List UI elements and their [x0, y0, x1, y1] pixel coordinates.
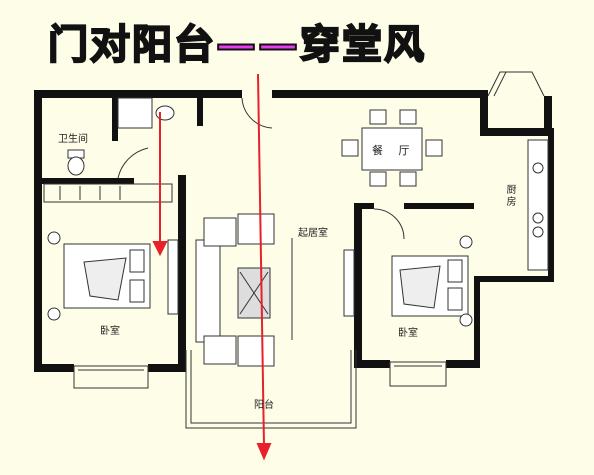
toilet-icon: [67, 149, 85, 176]
airflow-arrows: [152, 73, 272, 461]
room-label-dining: 餐 厅: [372, 144, 416, 157]
title: 门对阳台——穿堂风: [47, 21, 426, 69]
bed-icon: [47, 231, 151, 321]
sofa-icon: [195, 213, 275, 367]
room-label-bedroom-left: 卧室: [100, 326, 120, 337]
thin-lines: [43, 71, 545, 429]
bed-icon: [391, 235, 473, 327]
room-label-bedroom-right: 卧室: [398, 328, 418, 339]
room-label-bathroom: 卫生间: [58, 134, 88, 145]
dining-table-icon: [341, 109, 443, 187]
stove-icon: [527, 139, 549, 271]
sink-icon: [117, 97, 175, 129]
room-label-balcony: 阳台: [254, 400, 274, 411]
room-label-kitchen: 厨房: [504, 184, 515, 208]
walls: [34, 90, 554, 372]
closet-icon: [167, 239, 355, 317]
room-label-living: 起居室: [298, 228, 328, 239]
